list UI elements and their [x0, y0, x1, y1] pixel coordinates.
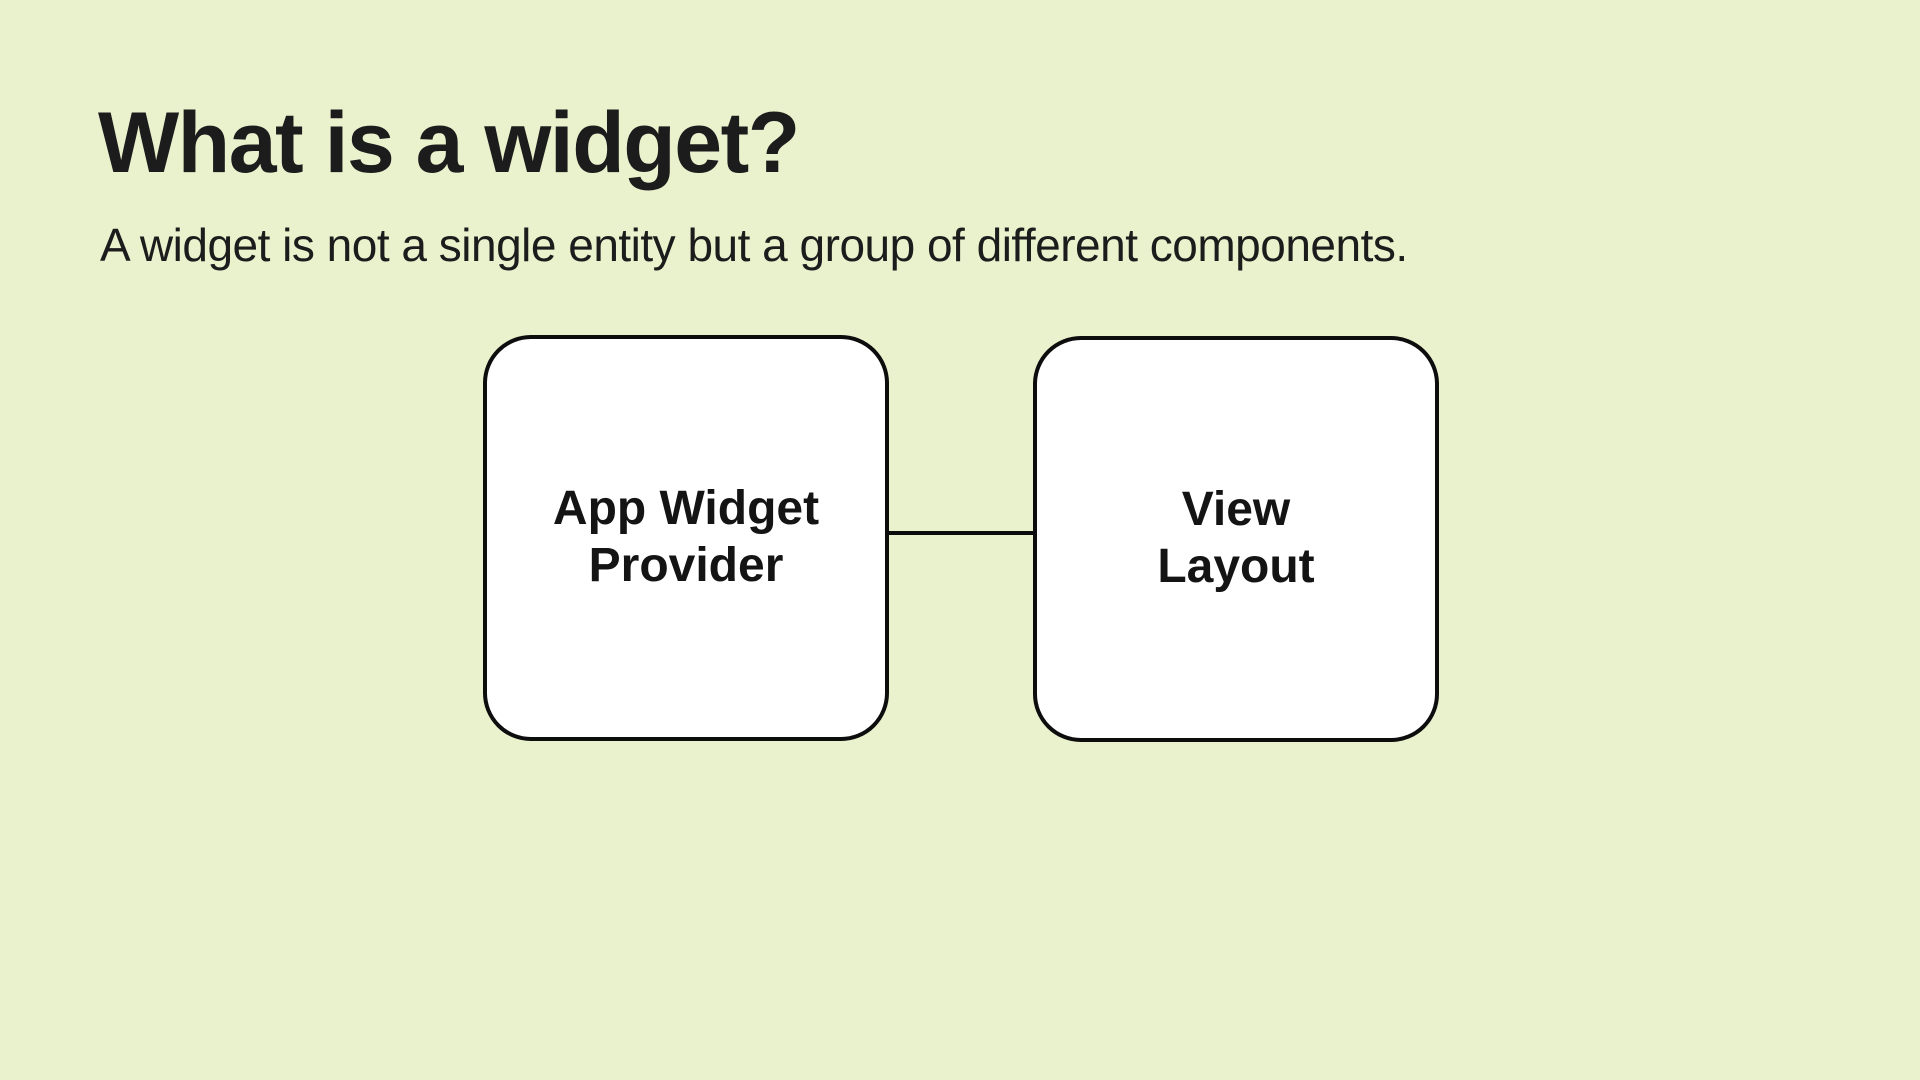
- node-label-line: View: [1181, 483, 1291, 537]
- slide-subtitle: A widget is not a single entity but a gr…: [100, 219, 1408, 271]
- diagram-node-app-widget-provider: App Widget Provider: [483, 335, 889, 741]
- diagram-node-view-layout: View Layout: [1033, 336, 1439, 742]
- connector-line: [888, 531, 1035, 535]
- slide-title: What is a widget?: [98, 95, 800, 191]
- node-label-app-widget-provider: App Widget Provider: [553, 481, 819, 594]
- node-label-line: Provider: [588, 539, 784, 592]
- node-label-line: Layout: [1157, 540, 1315, 593]
- node-label-line: App Widget: [552, 482, 820, 536]
- node-label-view-layout: View Layout: [1157, 482, 1314, 595]
